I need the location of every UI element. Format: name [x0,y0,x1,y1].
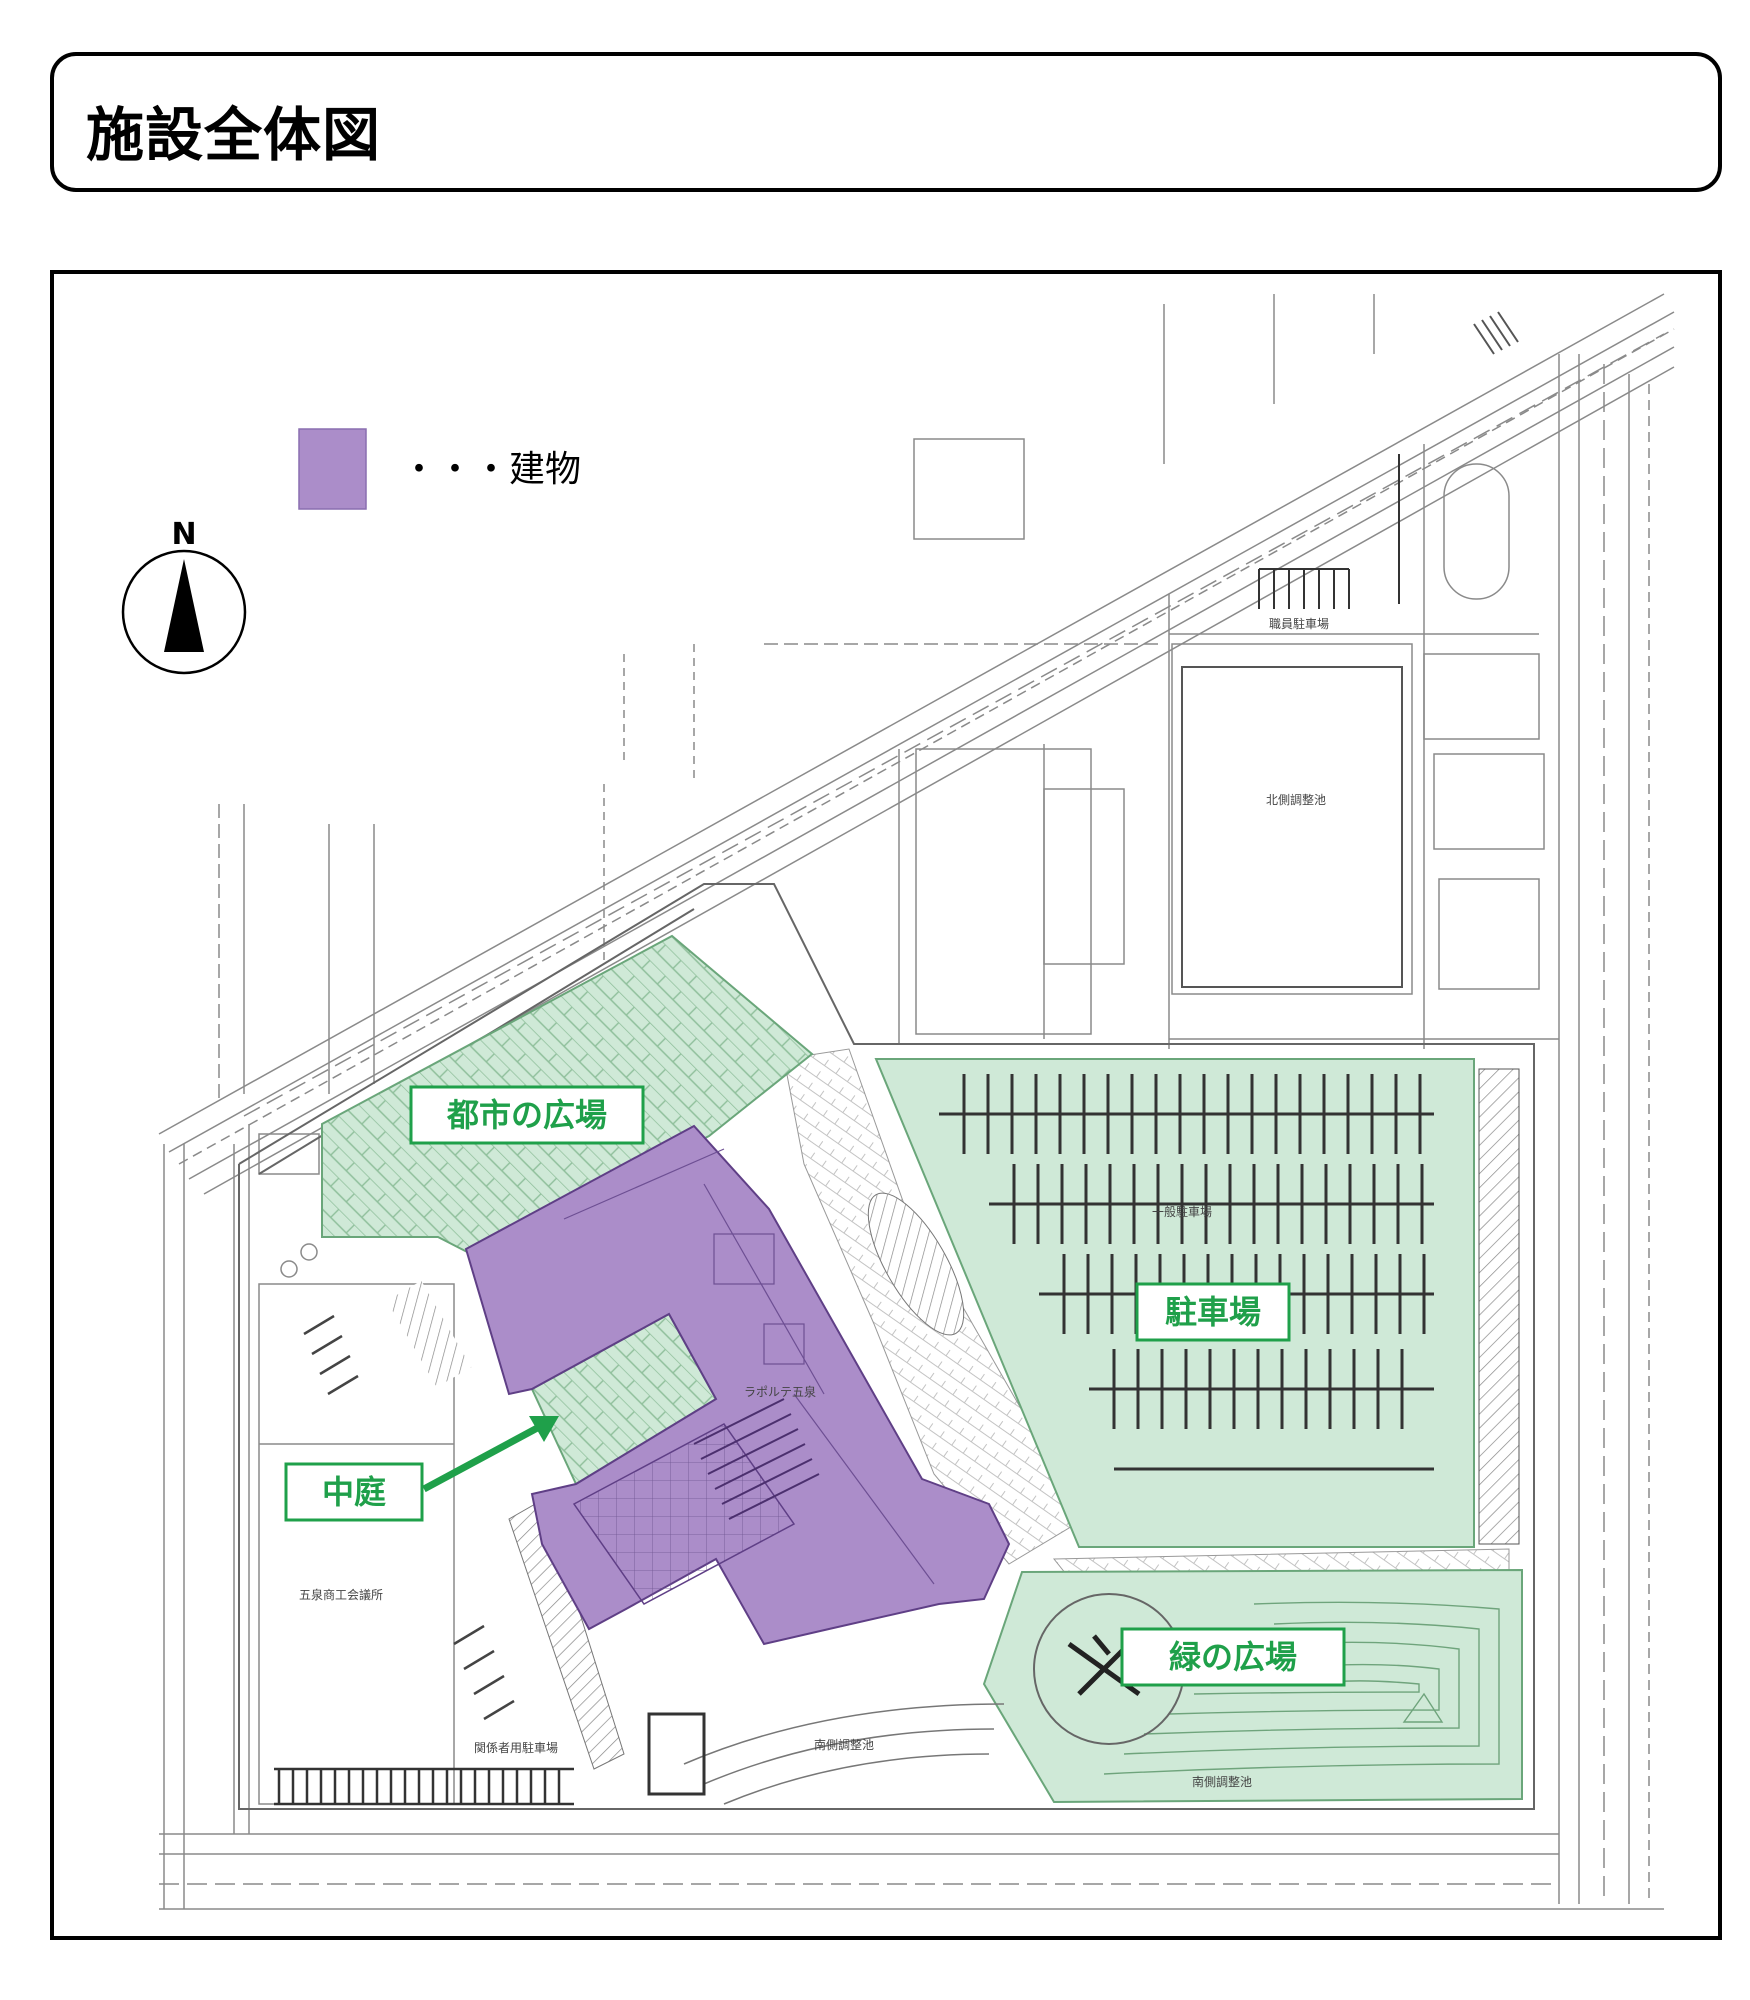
parking-stalls [962,1074,1426,1429]
green-plaza-label-box: 緑の広場 [1120,1627,1346,1687]
green-plaza-contours [1103,1601,1500,1775]
courtyard-arrow-icon [422,1416,559,1493]
general-parking-label: 一般駐車場 [1152,1204,1212,1219]
plan-linework [158,293,1675,1910]
parking-side-stalls [1478,1068,1520,1545]
west-stalls [303,1314,515,1721]
page-title: 施設全体図 [86,101,382,169]
city-plaza-label-box: 都市の広場 [409,1085,645,1145]
hatched-strip [508,1498,625,1770]
staff-parking-label: 職員駐車場 [1269,616,1329,631]
related-parking-stalls [277,1769,561,1804]
hatched-block [386,1280,472,1388]
legend-swatch [298,428,367,510]
north-arrow-icon: N [121,517,247,675]
chamber-label: 五泉商工会議所 [299,1587,383,1602]
green-plaza-label: 緑の広場 [1169,1638,1297,1676]
south-pond-label-2: 南側調整池 [1192,1774,1252,1789]
facility-name-label: ラポルテ五泉 [744,1385,816,1399]
courtyard-label-box: 中庭 [284,1462,424,1522]
south-pond-outline [647,1703,1005,1805]
building-seating [693,1398,820,1520]
legend-label: ・・・建物 [401,449,581,490]
oval-planter [867,1192,965,1336]
parking-label: 駐車場 [1165,1293,1261,1331]
building-interior-lines [563,1148,935,1585]
courtyard-label: 中庭 [322,1473,386,1511]
south-pond-label-1: 南側調整池 [814,1737,874,1752]
building-theater-grid [572,1423,796,1605]
site-map: ・・・建物 N 職員駐車場 北側調整池 一般駐車場 ラポルテ五泉 五泉商工会議所… [121,293,1675,1910]
north-pond-label: 北側調整池 [1266,792,1326,807]
related-parking-label: 関係者用駐車場 [474,1740,558,1755]
north-label: N [171,517,196,552]
map-frame: ・・・建物 N 職員駐車場 北側調整池 一般駐車場 ラポルテ五泉 五泉商工会議所… [50,270,1722,1940]
city-plaza-label: 都市の広場 [446,1096,607,1134]
title-box: 施設全体図 [50,52,1722,192]
parking-label-box: 駐車場 [1135,1282,1291,1342]
